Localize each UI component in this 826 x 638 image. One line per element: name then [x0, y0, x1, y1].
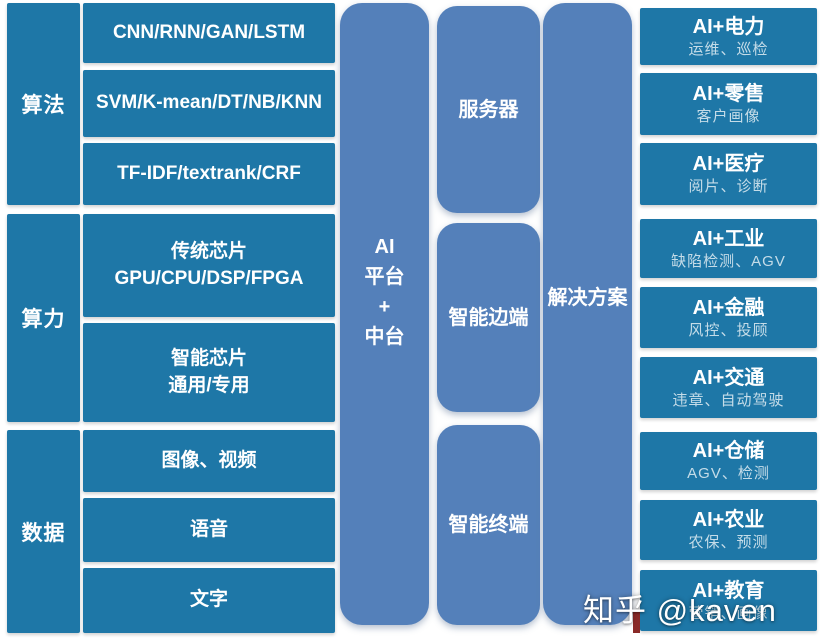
industry-subtitle: 阅片、诊断: [688, 178, 769, 196]
row-text-line2: 通用/专用: [168, 374, 250, 396]
solution-label: 解决方案: [547, 287, 628, 309]
computing-row-traditional-chips: 传统芯片 GPU/CPU/DSP/FPGA: [83, 214, 335, 317]
industry-title: AI+工业: [692, 227, 765, 250]
deployment-label: 智能边端: [448, 306, 529, 329]
data-row-text: 文字: [83, 568, 335, 633]
industry-box-industrial: AI+工业 缺陷检测、AGV: [640, 219, 817, 278]
industry-subtitle: 农保、预测: [688, 534, 769, 552]
section-label-text: 算法: [21, 94, 66, 117]
industry-title: AI+教育: [692, 579, 765, 602]
section-label-algorithm: 算法: [7, 3, 80, 205]
deployment-edge-box: 智能边端: [437, 223, 540, 412]
industry-title: AI+农业: [692, 509, 765, 532]
industry-subtitle: 缺陷检测、AGV: [671, 252, 786, 270]
industry-subtitle: 客户画像: [696, 108, 761, 126]
row-text-line1: 智能芯片: [170, 347, 247, 369]
industry-title: AI+交通: [692, 366, 765, 389]
row-text-line2: GPU/CPU/DSP/FPGA: [114, 267, 304, 289]
deployment-label: 智能终端: [448, 514, 529, 536]
industry-title: AI+电力: [692, 15, 765, 38]
data-row-speech: 语音: [83, 498, 335, 562]
section-label-data: 数据: [7, 430, 80, 633]
row-text: 文字: [189, 589, 228, 611]
industry-title: AI+医疗: [692, 153, 765, 176]
industry-subtitle: 风控、投顾: [688, 321, 769, 339]
row-text: 语音: [189, 518, 228, 540]
row-text: TF-IDF/textrank/CRF: [117, 162, 301, 184]
industry-box-education: AI+教育 营销、画像: [640, 570, 817, 631]
algorithm-row-nlp: TF-IDF/textrank/CRF: [83, 143, 335, 205]
red-artifact: [633, 612, 640, 633]
industry-subtitle: 运维、巡检: [688, 40, 769, 58]
industry-subtitle: AGV、检测: [687, 465, 770, 483]
ai-platform-text: AI 平台 + 中台: [365, 232, 405, 352]
industry-box-transport: AI+交通 违章、自动驾驶: [640, 357, 817, 418]
row-text: CNN/RNN/GAN/LSTM: [112, 21, 306, 43]
data-row-image-video: 图像、视频: [83, 430, 335, 492]
section-label-computing-power: 算力: [7, 214, 80, 422]
industry-box-warehousing: AI+仓储 AGV、检测: [640, 432, 817, 490]
deployment-terminal-box: 智能终端: [437, 425, 540, 625]
deployment-label: 服务器: [458, 98, 519, 121]
industry-box-medical: AI+医疗 阅片、诊断: [640, 143, 817, 205]
platform-line-pingtai: 平台: [364, 266, 405, 288]
zhihu-watermark: 知乎 @kaven: [583, 593, 777, 628]
platform-line-plus: +: [378, 296, 391, 318]
industry-title: AI+金融: [692, 296, 765, 319]
platform-line-ai: AI: [374, 236, 395, 258]
row-text: 图像、视频: [161, 449, 257, 471]
algorithm-row-machine-learning: SVM/K-mean/DT/NB/KNN: [83, 70, 335, 137]
industry-box-power: AI+电力 运维、巡检: [640, 8, 817, 65]
industry-title: AI+零售: [692, 83, 765, 106]
ai-platform-column: AI 平台 + 中台: [340, 3, 429, 625]
algorithm-row-deep-learning: CNN/RNN/GAN/LSTM: [83, 3, 335, 63]
industry-subtitle: 营销、画像: [688, 604, 769, 622]
section-label-text: 数据: [21, 521, 66, 545]
industry-title: AI+仓储: [692, 440, 765, 463]
industry-box-finance: AI+金融 风控、投顾: [640, 287, 817, 348]
computing-row-smart-chips: 智能芯片 通用/专用: [83, 323, 335, 422]
industry-box-retail: AI+零售 客户画像: [640, 73, 817, 135]
row-text-line1: 传统芯片: [170, 240, 247, 262]
industry-box-agriculture: AI+农业 农保、预测: [640, 500, 817, 560]
industry-subtitle: 违章、自动驾驶: [672, 391, 785, 409]
row-text: SVM/K-mean/DT/NB/KNN: [96, 92, 322, 114]
deployment-server-box: 服务器: [437, 6, 540, 213]
solution-column: 解决方案: [543, 3, 632, 625]
platform-line-zhongtai: 中台: [364, 326, 405, 348]
section-label-text: 算力: [21, 308, 66, 331]
